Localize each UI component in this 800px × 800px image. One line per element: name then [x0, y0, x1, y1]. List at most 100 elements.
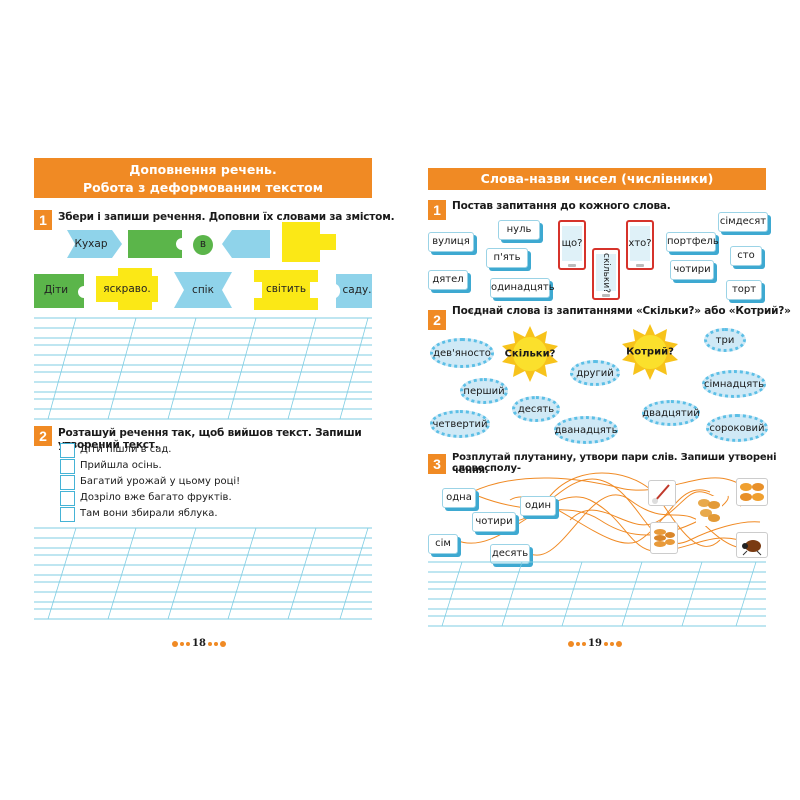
pic-bread-2[interactable] — [736, 478, 768, 506]
writing-lines-3 — [428, 561, 766, 627]
r-task1-number: 1 — [428, 200, 446, 220]
phone-screen: що? — [562, 226, 582, 261]
dot-icon — [180, 641, 184, 646]
word-piat[interactable]: п'ять — [486, 248, 528, 268]
word-portfel[interactable]: портфель — [666, 232, 719, 252]
piece-spik-label: спік — [192, 284, 214, 296]
piece-sadu-shape[interactable] — [336, 274, 372, 308]
order-box-1[interactable] — [60, 443, 75, 458]
left-page-number-text: 18 — [192, 638, 206, 649]
left-title-banner: Доповнення речень. Робота з деформованим… — [34, 158, 372, 198]
order-box-3[interactable] — [60, 475, 75, 490]
t3-word-desiat[interactable]: десять — [490, 544, 530, 564]
croissant-icon — [740, 483, 764, 501]
piece-green-1-shape[interactable] — [128, 230, 182, 258]
pic-bread-1[interactable] — [696, 496, 722, 526]
order-box-4[interactable] — [60, 491, 75, 506]
left-page: Доповнення речень. Робота з деформованим… — [34, 158, 395, 649]
phone-khto: хто? — [626, 220, 654, 270]
r-task2-instruction: Поєднай слова із запитаннями «Скільки?» … — [452, 305, 791, 317]
sun-icon — [622, 324, 678, 380]
piece-spik-shape[interactable] — [174, 272, 232, 308]
piece-yaskravo-shape[interactable] — [96, 268, 158, 310]
sun-kotryi: Котрий? — [622, 324, 678, 380]
piece-v-shape[interactable] — [193, 235, 213, 255]
right-title: Слова-назви чисел (числівники) — [480, 171, 714, 186]
order-box-5[interactable] — [60, 507, 75, 522]
phone-shcho-text: що? — [561, 238, 583, 249]
piece-dity-shape[interactable] — [34, 274, 84, 308]
piece-svityt-label: світить — [265, 283, 307, 295]
cloud-pershyi[interactable]: перший — [460, 378, 508, 404]
phone-button-icon — [568, 264, 576, 267]
word-nul[interactable]: нуль — [498, 220, 540, 240]
pic-coins[interactable] — [650, 522, 678, 554]
task1-number: 1 — [34, 210, 52, 230]
t3-word-chotyry[interactable]: чотири — [472, 512, 516, 532]
phone-button-icon — [636, 264, 644, 267]
sentence-3: Багатий урожай у цьому році! — [80, 476, 241, 487]
right-page-number-text: 19 — [588, 638, 602, 649]
sentence-1: Діти пішли в сад. — [80, 444, 172, 455]
right-page: Слова-назви чисел (числівники) 1 Постав … — [400, 0, 800, 800]
word-simdesiat[interactable]: сімдесят — [718, 212, 768, 232]
piece-kukhar-label: Кухар — [74, 238, 108, 250]
word-tort[interactable]: торт — [726, 280, 762, 300]
dot-icon — [207, 641, 212, 646]
piece-svityt-shape[interactable] — [254, 270, 318, 310]
piece-sadu-label: саду. — [342, 284, 372, 296]
beetle-icon — [742, 540, 762, 556]
cloud-try[interactable]: три — [704, 328, 746, 352]
t3-word-sim[interactable]: сім — [428, 534, 458, 554]
r-task3-number: 3 — [428, 454, 446, 474]
sun-kotryi-label: Котрий? — [626, 346, 674, 358]
sun-skilky: Скільки? — [502, 326, 558, 382]
word-sto[interactable]: сто — [730, 246, 762, 266]
cloud-dvanadtsiat[interactable]: дванадцять — [554, 416, 618, 444]
r-task3-instruction-2: чення. — [452, 465, 489, 476]
r-task1-instruction: Постав запитання до кожного слова. — [452, 200, 671, 212]
dot-icon — [582, 641, 586, 646]
sentence-5: Там вони збирали яблука. — [80, 508, 218, 519]
cloud-desiat[interactable]: десять — [512, 396, 560, 422]
task2-number: 2 — [34, 426, 52, 446]
pic-beetle[interactable] — [736, 532, 768, 558]
task1-instruction: Збери і запиши речення. Доповни їх слова… — [58, 211, 395, 223]
left-title-line2: Робота з деформованим текстом — [82, 180, 323, 195]
t3-word-odyn[interactable]: один — [520, 496, 556, 516]
piece-yaskravo-label: яскраво. — [103, 283, 151, 295]
pic-brush[interactable] — [648, 480, 676, 506]
piece-yellow-1-shape[interactable] — [282, 222, 336, 262]
dot-icon — [186, 641, 190, 646]
cloud-sorokovyi[interactable]: сороковий — [706, 414, 768, 442]
word-vulytsia[interactable]: вулиця — [428, 232, 474, 252]
dot-icon — [576, 641, 580, 646]
dot-icon — [609, 641, 614, 646]
word-chotyry[interactable]: чотири — [670, 260, 714, 280]
cloud-simnadtsiat[interactable]: сімнадцять — [702, 370, 766, 398]
dot-icon — [603, 641, 608, 646]
cloud-dvadtsiatyi[interactable]: двадцятий — [642, 400, 700, 426]
order-box-2[interactable] — [60, 459, 75, 474]
task2-instruction: Розташуй речення так, щоб вийшов текст. … — [58, 427, 362, 451]
word-diatel[interactable]: дятел — [428, 270, 468, 290]
piece-blue-2-shape[interactable] — [222, 230, 270, 258]
cloud-devianosto[interactable]: дев'яносто — [430, 338, 494, 368]
sun-skilky-label: Скільки? — [504, 348, 556, 360]
brush-icon — [652, 484, 670, 504]
left-title-line1: Доповнення речень. — [129, 162, 277, 177]
word-odynadtsiat[interactable]: одинадцять — [490, 278, 555, 298]
phone-button-icon — [602, 294, 610, 297]
sun-icon — [502, 326, 558, 382]
piece-v-label: в — [199, 238, 207, 250]
right-title-banner: Слова-назви чисел (числівники) — [428, 168, 766, 190]
phone-screen: хто? — [628, 226, 652, 261]
cloud-druhyi[interactable]: другий — [570, 360, 620, 386]
left-page-number: 18 — [172, 638, 226, 649]
sentence-2: Прийшла осінь. — [80, 460, 162, 471]
piece-kukhar-shape[interactable] — [67, 230, 122, 258]
cloud-chetvertyi[interactable]: четвертий — [430, 410, 490, 438]
dot-icon — [172, 640, 178, 647]
t3-word-odna[interactable]: одна — [442, 488, 476, 508]
r-task2-number: 2 — [428, 310, 446, 330]
